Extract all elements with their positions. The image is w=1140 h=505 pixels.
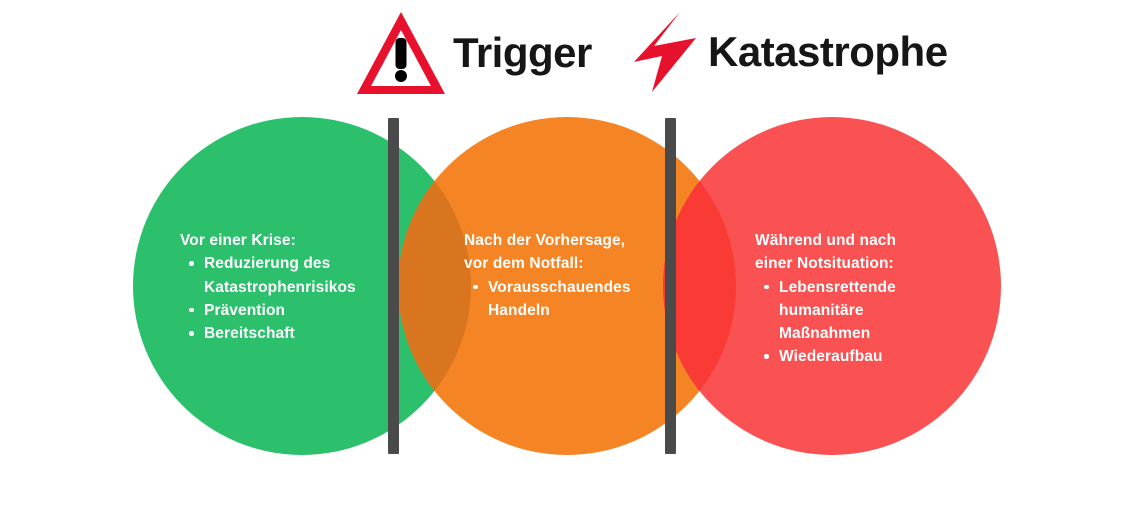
catastrophe-divider-bar	[665, 118, 676, 454]
trigger-divider-bar	[388, 118, 399, 454]
heading-line: vor dem Notfall:	[464, 255, 584, 273]
warning-triangle-icon	[355, 8, 447, 98]
heading-line: Nach der Vorhersage,	[464, 232, 626, 249]
lightning-bolt-icon	[630, 8, 702, 96]
heading-line: einer Notsituation:	[755, 255, 894, 273]
list-item: Vorausschauendes Handeln	[473, 276, 654, 323]
trigger-header: Trigger	[355, 8, 592, 98]
header-row: Trigger Katastrophe	[0, 0, 1140, 108]
heading-line: Während und nach	[755, 232, 897, 249]
phase-list-after-forecast: Vorausschauendes Handeln	[464, 276, 654, 323]
catastrophe-header: Katastrophe	[630, 8, 948, 96]
list-item: Wiederaufbau	[764, 345, 945, 368]
catastrophe-label: Katastrophe	[708, 28, 948, 75]
phase-heading-before-crisis: Vor einer Krise:	[180, 229, 380, 252]
list-item: Reduzierung des Katastrophenrisikos	[189, 252, 380, 299]
phase-list-during-after-emergency: Lebensrettende humanitäre Maßnahmen Wied…	[755, 276, 945, 369]
phase-heading-after-forecast: Nach der Vorhersage, vor dem Notfall:	[464, 229, 654, 276]
phase-text-before-crisis: Vor einer Krise: Reduzierung des Katastr…	[180, 229, 380, 345]
list-item: Bereitschaft	[189, 322, 380, 345]
phase-text-during-after-emergency: Während und nach einer Notsituation: Leb…	[755, 229, 945, 369]
list-item: Lebensrettende humanitäre Maßnahmen	[764, 276, 945, 346]
list-item: Prävention	[189, 299, 380, 322]
phase-text-after-forecast: Nach der Vorhersage, vor dem Notfall: Vo…	[464, 229, 654, 322]
phase-list-before-crisis: Reduzierung des Katastrophenrisikos Präv…	[180, 252, 380, 345]
phase-heading-during-after-emergency: Während und nach einer Notsituation:	[755, 229, 945, 276]
trigger-label: Trigger	[453, 29, 592, 76]
heading-line: Vor einer Krise:	[180, 232, 296, 249]
